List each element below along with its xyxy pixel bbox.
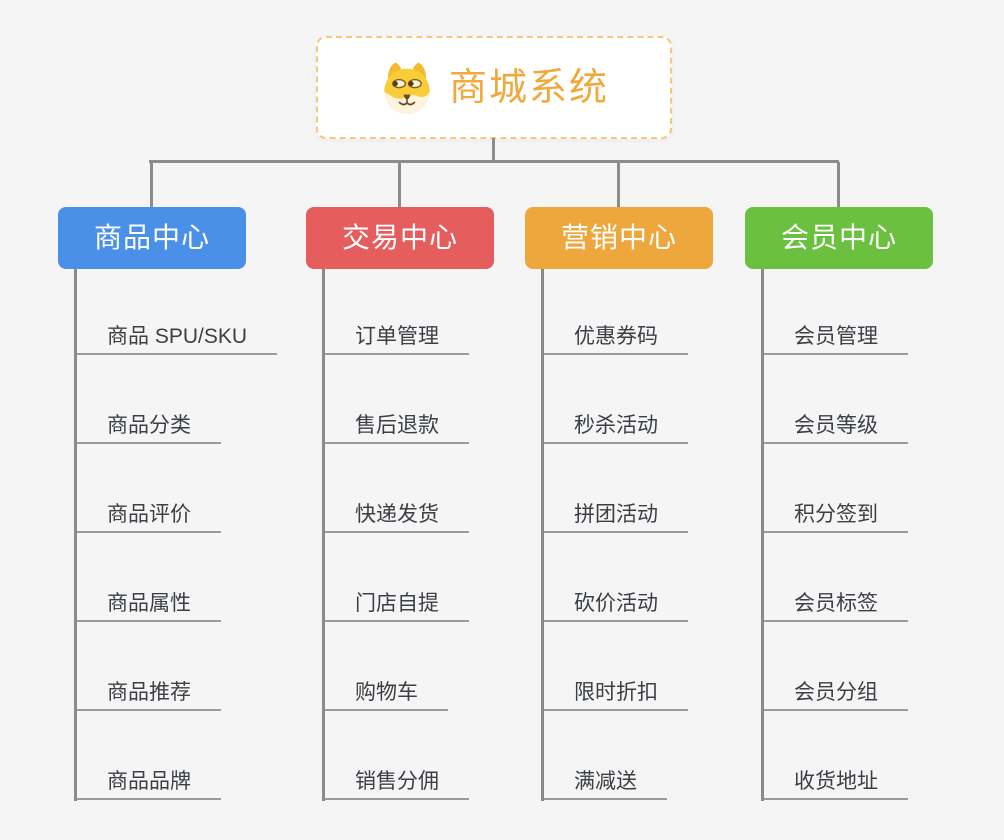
- leaf-node[interactable]: 订单管理: [325, 326, 469, 355]
- connector-branch-drop: [150, 162, 153, 207]
- connector-branch-drop: [837, 162, 840, 207]
- branch-children-column: 优惠券码秒杀活动拼团活动砍价活动限时折扣满减送: [541, 269, 774, 801]
- leaf-node[interactable]: 商品分类: [77, 415, 221, 444]
- root-label: 商城系统: [448, 66, 609, 109]
- leaf-node[interactable]: 商品品牌: [77, 771, 221, 800]
- branch-node[interactable]: 营销中心: [525, 207, 713, 269]
- leaf-node[interactable]: 商品属性: [77, 593, 221, 622]
- branch-label: 交易中心: [341, 222, 458, 253]
- root-node[interactable]: 商城系统: [316, 36, 672, 139]
- branch-children-column: 会员管理会员等级积分签到会员标签会员分组收货地址: [761, 269, 994, 801]
- leaf-node[interactable]: 商品推荐: [77, 682, 221, 711]
- leaf-node[interactable]: 购物车: [325, 682, 448, 711]
- leaf-node[interactable]: 会员分组: [764, 682, 908, 711]
- connector-branch-drop: [617, 162, 620, 207]
- leaf-node[interactable]: 收货地址: [764, 771, 908, 800]
- leaf-node[interactable]: 门店自提: [325, 593, 469, 622]
- leaf-node[interactable]: 会员管理: [764, 326, 908, 355]
- leaf-node[interactable]: 会员等级: [764, 415, 908, 444]
- leaf-node[interactable]: 积分签到: [764, 504, 908, 533]
- connector-horizontal-rail: [149, 160, 839, 163]
- leaf-node[interactable]: 售后退款: [325, 415, 469, 444]
- branch-label: 营销中心: [560, 222, 677, 253]
- branch-node[interactable]: 交易中心: [306, 207, 494, 269]
- leaf-node[interactable]: 快递发货: [325, 504, 469, 533]
- leaf-node[interactable]: 砍价活动: [544, 593, 688, 622]
- branch-label: 商品中心: [93, 222, 210, 253]
- leaf-node[interactable]: 拼团活动: [544, 504, 688, 533]
- leaf-node[interactable]: 优惠券码: [544, 326, 688, 355]
- branch-label: 会员中心: [780, 222, 897, 253]
- leaf-node[interactable]: 销售分佣: [325, 771, 469, 800]
- branch-node[interactable]: 会员中心: [745, 207, 933, 269]
- leaf-node[interactable]: 会员标签: [764, 593, 908, 622]
- leaf-node[interactable]: 秒杀活动: [544, 415, 688, 444]
- connector-root-drop: [492, 138, 495, 163]
- branch-children-column: 商品 SPU/SKU 商品分类商品评价商品属性商品推荐商品品牌: [74, 269, 307, 801]
- leaf-node[interactable]: 商品评价: [77, 504, 221, 533]
- branch-children-column: 订单管理售后退款快递发货门店自提购物车销售分佣: [322, 269, 555, 801]
- leaf-node[interactable]: 限时折扣: [544, 682, 688, 711]
- leaf-node[interactable]: 商品 SPU/SKU: [77, 326, 278, 355]
- branch-node[interactable]: 商品中心: [58, 207, 246, 269]
- leaf-node[interactable]: 满减送: [544, 771, 667, 800]
- doge-icon: [384, 62, 430, 114]
- connector-branch-drop: [398, 162, 401, 207]
